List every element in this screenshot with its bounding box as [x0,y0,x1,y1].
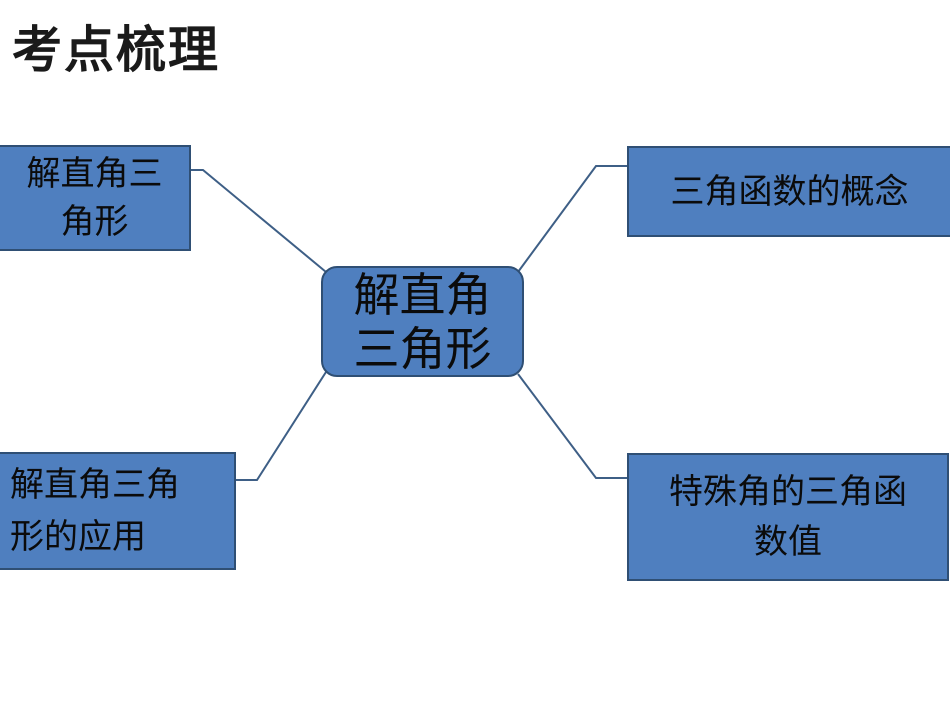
slide-title: 考点梳理 [12,21,220,79]
node-special-angle-values[interactable]: 特殊角的三角函 数值 [627,453,949,581]
connector-top-right [517,165,627,273]
node-solving-right-triangles[interactable]: 解直角三 角形 [0,145,191,251]
node-label: 解直角三角 形的应用 [10,465,180,557]
node-label: 特殊角的三角函 数值 [669,472,907,562]
central-topic-label: 解直角 三角形 [353,267,492,376]
central-topic-node[interactable]: 解直角 三角形 [321,266,524,377]
node-label: 解直角三 角形 [26,154,163,242]
node-applications[interactable]: 解直角三角 形的应用 [0,452,236,570]
node-trig-function-concept[interactable]: 三角函数的概念 [627,146,950,237]
connector-top-left [191,169,327,273]
connector-bottom-right [517,373,627,479]
connector-bottom-left [236,371,327,481]
node-label: 三角函数的概念 [670,171,909,212]
